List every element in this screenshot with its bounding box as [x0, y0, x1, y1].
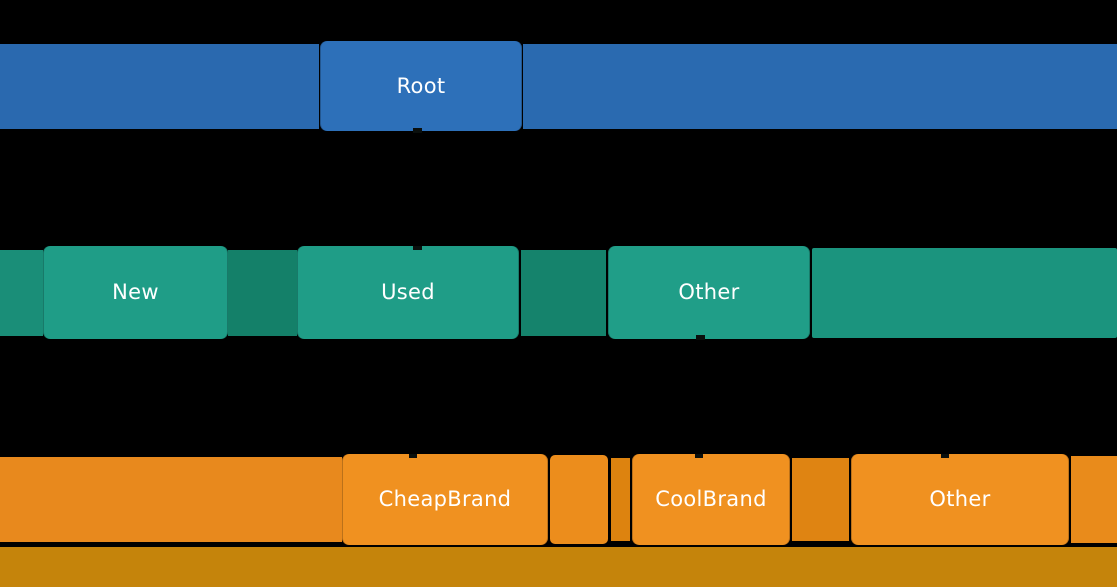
stub-above-cheapbrand — [409, 454, 417, 458]
node-label: Used — [381, 280, 435, 304]
tile-l3-gap-1[interactable] — [611, 458, 630, 541]
stub-below-root — [413, 128, 422, 133]
stub-above-coolbrand — [695, 454, 703, 458]
tile-l2-gap-2[interactable] — [521, 250, 606, 336]
tile-root-left[interactable] — [0, 44, 319, 129]
stub-below-other-mid — [696, 335, 705, 340]
tile-new[interactable]: New — [43, 246, 228, 339]
tile-root[interactable]: Root — [320, 41, 522, 131]
node-label: CoolBrand — [655, 487, 767, 511]
tile-l2-edge-left[interactable] — [0, 250, 43, 336]
node-label: New — [112, 280, 159, 304]
node-label: CheapBrand — [378, 487, 512, 511]
tile-cheapbrand[interactable]: CheapBrand — [342, 454, 548, 545]
tile-l3-edge-right[interactable] — [1071, 456, 1117, 543]
tile-other-bottom[interactable]: Other — [851, 454, 1069, 545]
tile-l3-edge-left[interactable] — [0, 457, 342, 542]
node-label: Other — [678, 280, 740, 304]
stub-above-other-bottom — [941, 454, 949, 458]
tile-l2-edge-right[interactable] — [812, 248, 1117, 338]
tile-coolbrand[interactable]: CoolBrand — [632, 454, 790, 545]
stub-above-used — [413, 246, 422, 250]
tile-other-mid[interactable]: Other — [608, 246, 810, 339]
tile-l3-gap-2[interactable] — [792, 458, 849, 541]
tile-l2-gap-1[interactable] — [228, 250, 297, 336]
tile-level4-strip[interactable] — [0, 547, 1117, 587]
tile-l3-small[interactable] — [550, 455, 608, 544]
tile-root-right[interactable] — [523, 44, 1117, 129]
node-label: Other — [929, 487, 991, 511]
node-label: Root — [396, 73, 446, 98]
tile-used[interactable]: Used — [297, 246, 519, 339]
